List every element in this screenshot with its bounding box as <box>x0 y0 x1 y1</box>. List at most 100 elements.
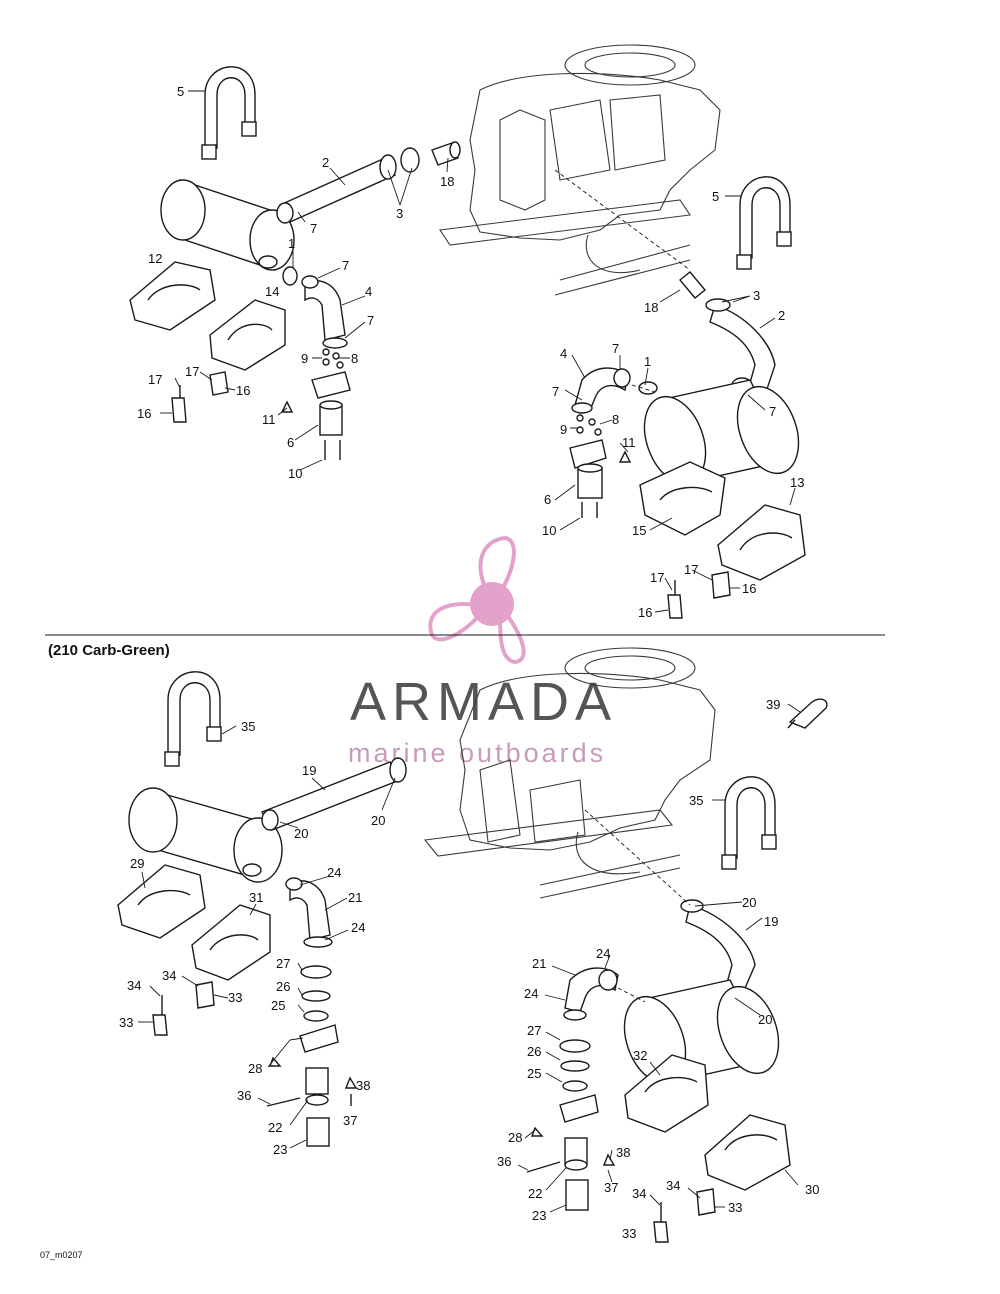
callout-28: 28 <box>248 1061 262 1076</box>
callout-10: 10 <box>288 466 302 481</box>
elbow-21-left <box>285 877 333 948</box>
callout-24: 24 <box>596 946 610 961</box>
callout-35: 35 <box>241 719 255 734</box>
hardware-bottom-left <box>152 981 215 1036</box>
alignment-line-bottom <box>584 809 691 906</box>
callout-17: 17 <box>148 372 162 387</box>
callout-34: 34 <box>666 1178 680 1193</box>
callout-37: 37 <box>343 1113 357 1128</box>
callout-21: 21 <box>348 890 362 905</box>
callout-11: 11 <box>622 435 636 450</box>
hardware-right-bottom <box>667 571 731 619</box>
callout-7: 7 <box>367 313 374 328</box>
bottom-leader-lines <box>138 703 801 1213</box>
elbow-4-right <box>571 367 631 414</box>
callout-17: 17 <box>684 562 698 577</box>
callout-27: 27 <box>276 956 290 971</box>
callout-20: 20 <box>371 813 385 828</box>
watermark-brand: ARMADA <box>350 672 617 732</box>
strap-35-right <box>721 776 777 870</box>
callout-7: 7 <box>310 221 317 236</box>
callout-38: 38 <box>356 1078 370 1093</box>
support-block-14 <box>209 299 286 371</box>
callout-16: 16 <box>638 605 652 620</box>
callout-19: 19 <box>302 763 316 778</box>
alignment-line-bottom-2 <box>617 987 646 1003</box>
callout-33: 33 <box>728 1200 742 1215</box>
engine-top-outline <box>439 44 721 296</box>
callout-24: 24 <box>351 920 365 935</box>
callout-7: 7 <box>612 341 619 356</box>
callout-20: 20 <box>742 895 756 910</box>
callout-8: 8 <box>612 412 619 427</box>
callout-15: 15 <box>632 523 646 538</box>
callout-24: 24 <box>327 865 341 880</box>
support-block-12 <box>129 261 216 331</box>
callout-33: 33 <box>228 990 242 1005</box>
stack-right-bottom <box>526 1039 616 1211</box>
callout-24: 24 <box>524 986 538 1001</box>
callout-7: 7 <box>342 258 349 273</box>
propeller-logo <box>428 535 526 665</box>
callout-23: 23 <box>273 1142 287 1157</box>
callout-20: 20 <box>758 1012 772 1027</box>
callout-32: 32 <box>633 1048 647 1063</box>
callout-35: 35 <box>689 793 703 808</box>
callout-25: 25 <box>271 998 285 1013</box>
callout-7: 7 <box>769 404 776 419</box>
armada-watermark: ARMADA marine outboards <box>348 535 617 768</box>
exhaust-hose-2-left <box>276 147 420 224</box>
callout-2: 2 <box>322 155 329 170</box>
callout-21: 21 <box>532 956 546 971</box>
callout-20: 20 <box>294 826 308 841</box>
hardware-bottom-right <box>653 1188 716 1243</box>
callout-3: 3 <box>753 288 760 303</box>
callout-7: 7 <box>552 384 559 399</box>
callout-12: 12 <box>148 251 162 266</box>
muffler-left <box>160 179 295 271</box>
callout-13: 13 <box>790 475 804 490</box>
alignment-line-top <box>554 169 691 271</box>
callout-34: 34 <box>127 978 141 993</box>
section-label: (210 Carb-Green) <box>48 642 170 659</box>
engine-bottom-outline <box>423 647 716 899</box>
callout-34: 34 <box>632 1186 646 1201</box>
callout-9: 9 <box>560 422 567 437</box>
callout-25: 25 <box>527 1066 541 1081</box>
rubber-sleeve-18-left <box>431 141 461 166</box>
callout-1: 1 <box>644 354 651 369</box>
elbow-4-left <box>282 266 348 349</box>
stack-left-bottom <box>266 965 358 1147</box>
support-block-15 <box>639 461 726 536</box>
callout-22: 22 <box>528 1186 542 1201</box>
rubber-sleeve-18-right <box>679 271 706 299</box>
top-assembly: 5 2 3 18 7 1 7 12 14 4 7 9 8 17 17 16 16… <box>129 44 806 620</box>
callout-33: 33 <box>119 1015 133 1030</box>
strap-35-left <box>164 671 222 767</box>
elbow-21-right <box>563 967 619 1021</box>
support-block-32 <box>624 1054 709 1133</box>
callout-16: 16 <box>137 406 151 421</box>
callout-17: 17 <box>185 364 199 379</box>
bottom-assembly: 35 39 19 20 20 35 29 24 21 31 24 27 26 2… <box>117 647 828 1243</box>
callout-30: 30 <box>805 1182 819 1197</box>
top-part-numbers: 5 2 3 18 7 1 7 12 14 4 7 9 8 17 17 16 16… <box>137 84 804 620</box>
callout-38: 38 <box>616 1145 630 1160</box>
callout-26: 26 <box>527 1044 541 1059</box>
figure-code: 07_m0207 <box>40 1250 83 1260</box>
callout-8: 8 <box>351 351 358 366</box>
bottom-part-numbers: 35 39 19 20 20 35 29 24 21 31 24 27 26 2… <box>119 697 819 1241</box>
support-block-30 <box>704 1114 791 1191</box>
callout-27: 27 <box>527 1023 541 1038</box>
support-block-13 <box>717 504 806 581</box>
callout-34: 34 <box>162 968 176 983</box>
hardware-left-top <box>171 348 351 460</box>
hardware-right-top <box>569 414 632 518</box>
callout-10: 10 <box>542 523 556 538</box>
callout-39: 39 <box>766 697 780 712</box>
muffler-right <box>638 379 800 485</box>
callout-18: 18 <box>644 300 658 315</box>
support-block-29 <box>117 864 206 939</box>
callout-28: 28 <box>508 1130 522 1145</box>
callout-29: 29 <box>130 856 144 871</box>
